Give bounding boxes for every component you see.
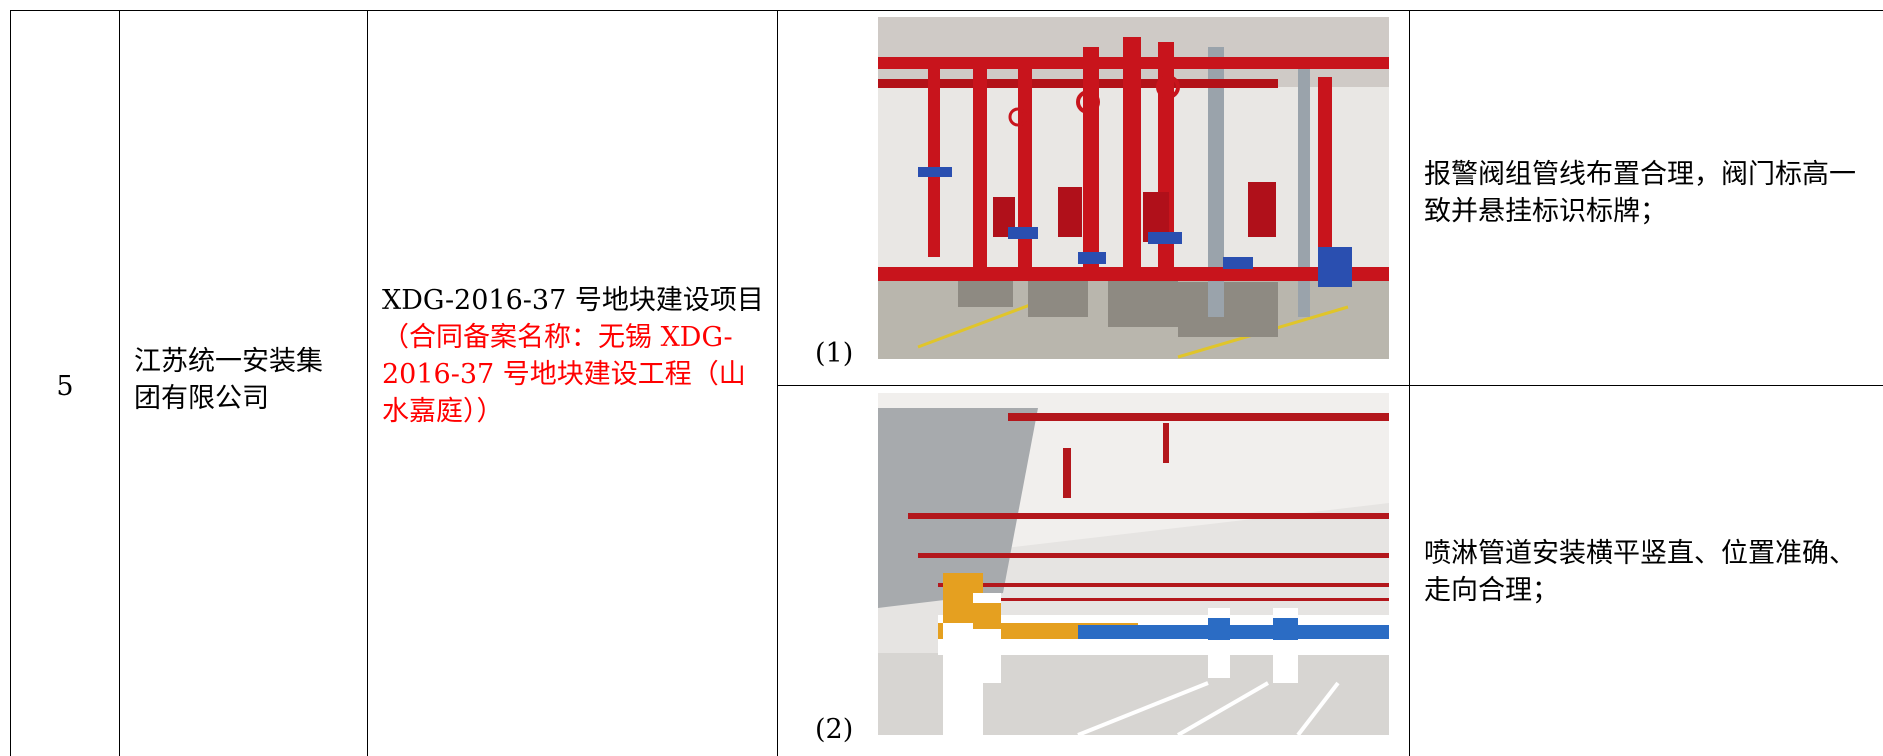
row-number-text: 5 — [56, 371, 74, 402]
col-divider-3 — [367, 10, 368, 756]
fire-pump-room-photo — [878, 17, 1389, 359]
col-divider-1 — [10, 10, 11, 756]
col-divider-2 — [119, 10, 120, 756]
project-contract-note: （合同备案名称：无锡 XDG-2016-37 号地块建设工程（山水嘉庭）） — [382, 322, 746, 427]
col-divider-4 — [777, 10, 778, 756]
company-name: 江苏统一安装集团有限公司 — [134, 346, 323, 414]
photo-2-description: 喷淋管道安装横平竖直、位置准确、走向合理； — [1424, 538, 1856, 606]
project-cell: XDG-2016-37 号地块建设项目 （合同备案名称：无锡 XDG-2016-… — [382, 282, 767, 430]
photo-2-label: (2) — [815, 714, 854, 745]
photo-1-label: (1) — [815, 338, 854, 369]
table-top-border — [10, 10, 1883, 11]
parking-garage-photo — [878, 393, 1389, 735]
photo-1-description: 报警阀组管线布置合理，阀门标高一致并悬挂标识标牌； — [1424, 159, 1856, 227]
row-divider-photos — [777, 385, 1883, 386]
col-divider-5 — [1409, 10, 1410, 756]
row-number: 5 — [10, 368, 120, 405]
fire-pump-room-image — [878, 17, 1389, 359]
company-cell: 江苏统一安装集团有限公司 — [134, 343, 334, 417]
project-name: XDG-2016-37 号地块建设项目 — [382, 285, 764, 316]
parking-garage-image — [878, 393, 1389, 735]
